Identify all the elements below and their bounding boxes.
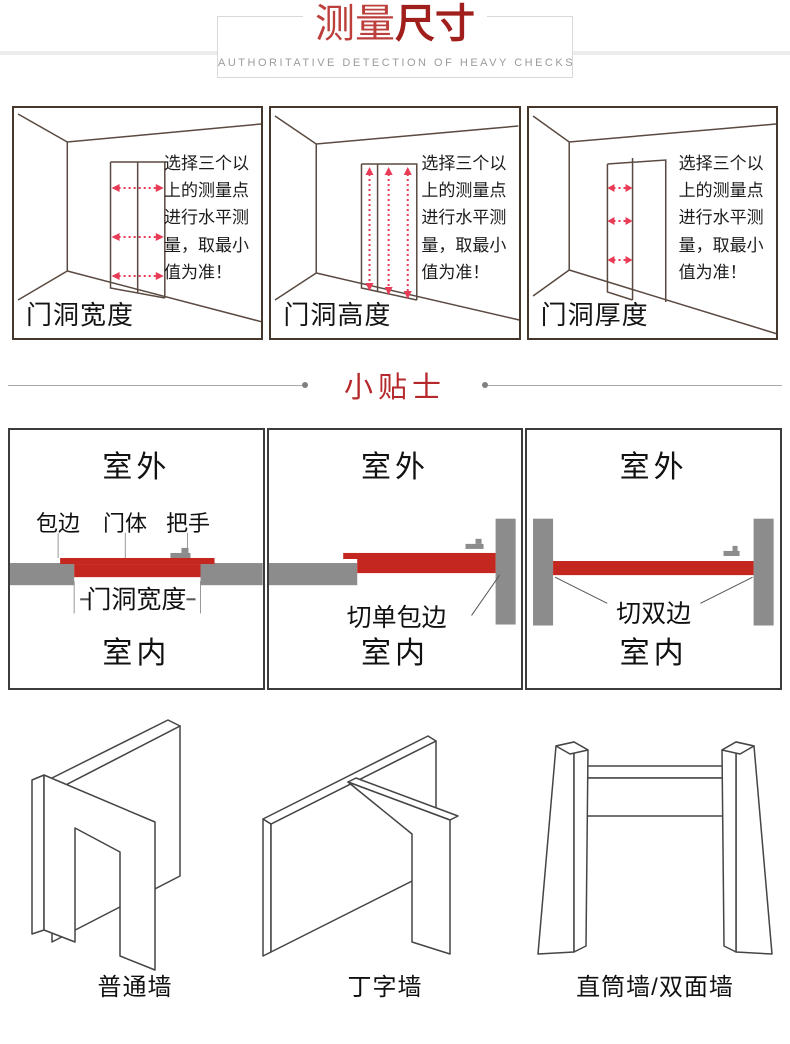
door-topview-double-edge-illustration: [533, 518, 774, 626]
divider-dot-right: [482, 382, 489, 388]
door-edging: [60, 557, 215, 565]
page-title-light: 测量: [315, 2, 395, 46]
tee-wall-illustration: [262, 735, 459, 957]
wall-left: [268, 563, 357, 586]
arrowheads: [607, 184, 633, 264]
single-edge-callout: 切单包边: [346, 604, 447, 632]
wall-type-ordinary: 普通墙: [10, 704, 260, 1020]
door-body: [74, 564, 201, 578]
callout-leader-line: [470, 574, 500, 616]
tips-panel-width: 室外 包边 门体 把手 门洞宽度 室内: [8, 428, 265, 690]
measure-arrows-short: [613, 187, 627, 261]
outdoor-label: 室外: [102, 451, 171, 484]
measure-instruction: 选择三个以上的测量点进行水平测量，取最小值为准！: [421, 154, 507, 282]
wall-type-label: 丁字墙: [347, 974, 423, 1001]
door-topview-single-edge-illustration: [268, 518, 516, 625]
wall-right-block: [753, 518, 774, 626]
tips-panels-row: 室外 包边 门体 把手 门洞宽度 室内 室外 切单包边 室内: [0, 428, 790, 690]
wall-type-straight: 直筒墙/双面墙: [510, 704, 790, 1020]
measure-panel-width: 选择三个以上的测量点进行水平测量，取最小值为准！ 门洞宽度: [12, 106, 264, 340]
page-title: 测量尺寸: [303, 3, 487, 45]
room-perspective-thickness-illustration: [532, 115, 776, 335]
door-edging: [342, 552, 496, 559]
wall-type-label: 普通墙: [97, 974, 173, 1001]
measure-panels-row: 选择三个以上的测量点进行水平测量，取最小值为准！ 门洞宽度: [0, 106, 790, 340]
callout-leader-lines: [555, 576, 754, 604]
dimension-dash: [80, 598, 90, 601]
tips-panel-double-edge: 室外 切双边 室内: [525, 428, 783, 690]
wall-right-block: [495, 518, 516, 625]
title-card: 测量尺寸 AUTHORITATIVE DETECTION OF HEAVY CH…: [217, 3, 576, 78]
header: 测量尺寸 AUTHORITATIVE DETECTION OF HEAVY CH…: [0, 0, 790, 100]
measure-panel-label: 门洞高度: [283, 300, 392, 330]
page-subtitle: AUTHORITATIVE DETECTION OF HEAVY CHECKS: [218, 57, 576, 69]
wall-type-label: 直筒墙/双面墙: [576, 974, 734, 1001]
measure-arrows-vertical: [368, 174, 410, 292]
handle-label: 把手: [166, 511, 211, 536]
straight-wall-illustration: [537, 741, 773, 955]
door-handle: [170, 552, 191, 558]
opening-width-dimension-label: 门洞宽度: [86, 586, 187, 614]
divider-line-right: [488, 384, 783, 386]
door-body: [553, 561, 754, 576]
divider-line-left: [8, 384, 302, 386]
indoor-label: 室内: [361, 637, 429, 670]
edging-label: 包边: [36, 511, 81, 536]
arrowheads: [365, 167, 413, 299]
door-body: [356, 559, 496, 574]
door-handle: [723, 550, 740, 556]
measure-instruction: 选择三个以上的测量点进行水平测量，取最小值为准！: [678, 154, 764, 282]
measure-panel-label: 门洞宽度: [26, 300, 135, 330]
dimension-dash: [186, 598, 196, 601]
arrowheads: [111, 184, 164, 280]
room-perspective-width-illustration: [17, 113, 262, 323]
measure-arrows-horizontal: [118, 187, 157, 277]
wall-left-block: [533, 518, 554, 626]
door-handle: [465, 543, 484, 549]
divider-dot-left: [302, 382, 308, 388]
ordinary-wall-illustration: [31, 719, 181, 971]
door-handle: [475, 538, 482, 544]
measure-panel-height: 选择三个以上的测量点进行水平测量，取最小值为准！ 门洞高度: [269, 106, 521, 340]
double-edge-callout: 切双边: [616, 600, 692, 628]
indoor-label: 室内: [102, 637, 171, 670]
door-handle: [732, 545, 738, 551]
measure-panel-thickness: 选择三个以上的测量点进行水平测量，取最小值为准！ 门洞厚度: [526, 106, 778, 340]
door-body-label: 门体: [103, 511, 148, 536]
outdoor-label: 室外: [361, 451, 429, 484]
wall-type-tee: 丁字墙: [260, 704, 510, 1020]
door-handle: [181, 547, 189, 553]
tips-panel-single-edge: 室外 切单包边 室内: [266, 428, 524, 690]
tips-title: 小贴士: [344, 372, 447, 404]
measure-panel-label: 门洞厚度: [540, 300, 649, 330]
measure-instruction: 选择三个以上的测量点进行水平测量，取最小值为准！: [164, 154, 249, 282]
page-title-bold: 尺寸: [395, 2, 475, 46]
wall-types-row: 普通墙 丁字墙: [0, 704, 790, 1020]
outdoor-label: 室外: [619, 451, 688, 484]
indoor-label: 室内: [619, 637, 688, 670]
tips-divider: 小贴士: [0, 356, 790, 414]
wall-left: [10, 563, 75, 586]
door-topview-width-illustration: [10, 532, 263, 614]
room-perspective-height-illustration: [274, 115, 519, 321]
wall-right: [200, 563, 263, 586]
